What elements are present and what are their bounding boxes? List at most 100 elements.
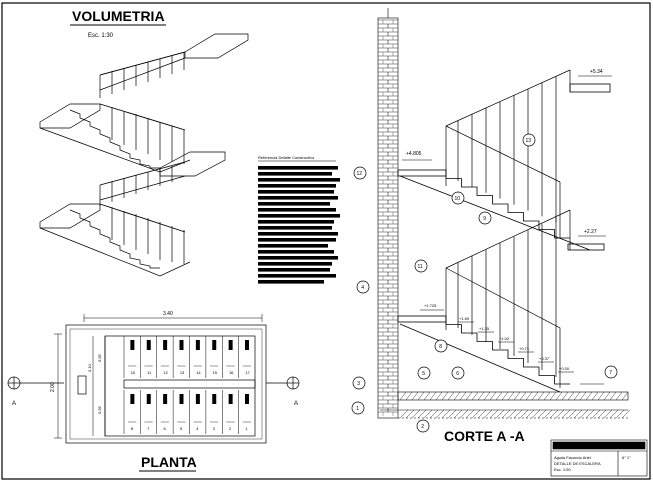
ground-hatch-line <box>477 391 485 401</box>
callout-bubble <box>352 376 366 390</box>
legend-line <box>258 274 336 278</box>
level-low: +1.725 <box>424 303 437 308</box>
ground-hatch-line <box>537 391 545 401</box>
plan-tread-mark <box>212 394 217 404</box>
ground-hatch-line <box>549 409 559 419</box>
callout-number: 3 <box>357 381 360 387</box>
ground-hatch-line <box>615 409 625 419</box>
ground-hatch-line <box>579 409 589 419</box>
plan-landing-dim: 0.10 <box>87 363 92 372</box>
ground-hatch-line <box>429 391 437 401</box>
title-block-scale: Esc. 1:50 <box>554 467 571 472</box>
section-ground-hatch <box>399 391 631 419</box>
plan-tread-mark <box>163 394 168 404</box>
planta-title: PLANTA <box>141 454 197 470</box>
ground-hatch-line <box>543 409 553 419</box>
legend-line <box>258 220 334 224</box>
ground-hatch-line <box>405 391 413 401</box>
callout-bubble <box>417 366 431 380</box>
callout-number: 5 <box>422 371 425 377</box>
ground-hatch-line <box>465 409 475 419</box>
callout-number: 6 <box>456 371 459 377</box>
ground-hatch-line <box>423 409 433 419</box>
legend-line <box>258 166 338 170</box>
legend-line <box>258 178 340 182</box>
ground-hatch-line <box>507 409 517 419</box>
plan-tread-number: 11 <box>147 370 152 375</box>
ground-hatch-line <box>447 391 455 401</box>
plan-tread-number: 6 <box>163 426 166 431</box>
ground-hatch-line <box>603 409 613 419</box>
plan-tread-mark <box>146 340 151 350</box>
ground-hatch-line <box>561 391 569 401</box>
plan-tread-mark <box>245 340 249 350</box>
level-step-marks: +1.69+1.35+1.02+0.71+0.37+0.00 <box>458 316 574 373</box>
ground-hatch-line <box>399 409 409 419</box>
callout-number: 9 <box>483 216 486 222</box>
section-marker-left <box>7 376 64 390</box>
plan-tread-number: 16 <box>229 370 234 375</box>
ground-hatch-line <box>423 391 431 401</box>
ground-hatch-line <box>597 409 607 419</box>
volumetria-title: VOLUMETRIA <box>72 8 165 24</box>
title-block <box>550 439 648 477</box>
level-top: +5.34 <box>590 69 603 75</box>
callout-number: 11 <box>418 264 423 270</box>
callout-bubble <box>451 191 465 205</box>
plan-tread-mark <box>179 340 184 350</box>
ground-hatch-line <box>519 391 527 401</box>
ground-hatch-line <box>417 391 425 401</box>
callout-bubble <box>604 365 618 379</box>
ground-hatch-line <box>441 391 449 401</box>
ground-hatch-line <box>453 409 463 419</box>
legend-line <box>258 244 328 248</box>
plan-tread-number: 10 <box>131 370 136 375</box>
legend-line <box>258 232 338 236</box>
ground-hatch-line <box>561 409 571 419</box>
section-mark-right-label: A <box>294 401 298 407</box>
ground-hatch-line <box>465 391 473 401</box>
callout-number: 7 <box>609 370 612 376</box>
plan-tread-number: 15 <box>213 370 218 375</box>
plan-tread-number: 2 <box>229 426 232 431</box>
plan-tread-number: 12 <box>163 370 168 375</box>
plan-drawing <box>65 324 267 444</box>
plan-tread-number: 8 <box>131 426 134 431</box>
plan-tread-number: 17 <box>245 370 250 375</box>
plan-tread-number: 3 <box>213 426 216 431</box>
ground-hatch-line <box>531 391 539 401</box>
ground-hatch-line <box>495 391 503 401</box>
ground-hatch-line <box>507 391 515 401</box>
volumetria-scale: Esc. 1:30 <box>88 33 114 39</box>
plan-tread-mark <box>228 340 233 350</box>
plan-dimensions <box>54 314 263 439</box>
ground-hatch-line <box>585 391 593 401</box>
callout-bubble <box>478 211 492 225</box>
plan-tread-mark <box>228 394 233 404</box>
ground-hatch-line <box>555 391 563 401</box>
plan-tread-mark <box>146 394 151 404</box>
ground-hatch-line <box>585 409 595 419</box>
callout-bubble <box>414 259 428 273</box>
ground-hatch-line <box>447 409 457 419</box>
plan-tread-number: 14 <box>196 370 201 375</box>
callout-number: 10 <box>455 196 461 202</box>
ground-hatch-line <box>501 409 511 419</box>
ground-hatch-line <box>609 391 617 401</box>
ground-hatch-line <box>513 391 521 401</box>
step-level-label: +0.00 <box>559 366 570 371</box>
ground-hatch-line <box>609 409 619 419</box>
ground-hatch-line <box>519 409 529 419</box>
ground-hatch-line <box>495 409 505 419</box>
legend-line <box>258 190 334 194</box>
ground-hatch-line <box>513 409 523 419</box>
legend-line <box>258 196 338 200</box>
callout-number: 8 <box>439 344 442 350</box>
step-level-label: +1.02 <box>499 336 510 341</box>
ground-hatch-line <box>525 409 535 419</box>
plan-tread-mark <box>245 394 249 404</box>
corte-title: CORTE A -A <box>444 428 525 444</box>
plan-half-dim-top: 0.95 <box>97 353 102 362</box>
